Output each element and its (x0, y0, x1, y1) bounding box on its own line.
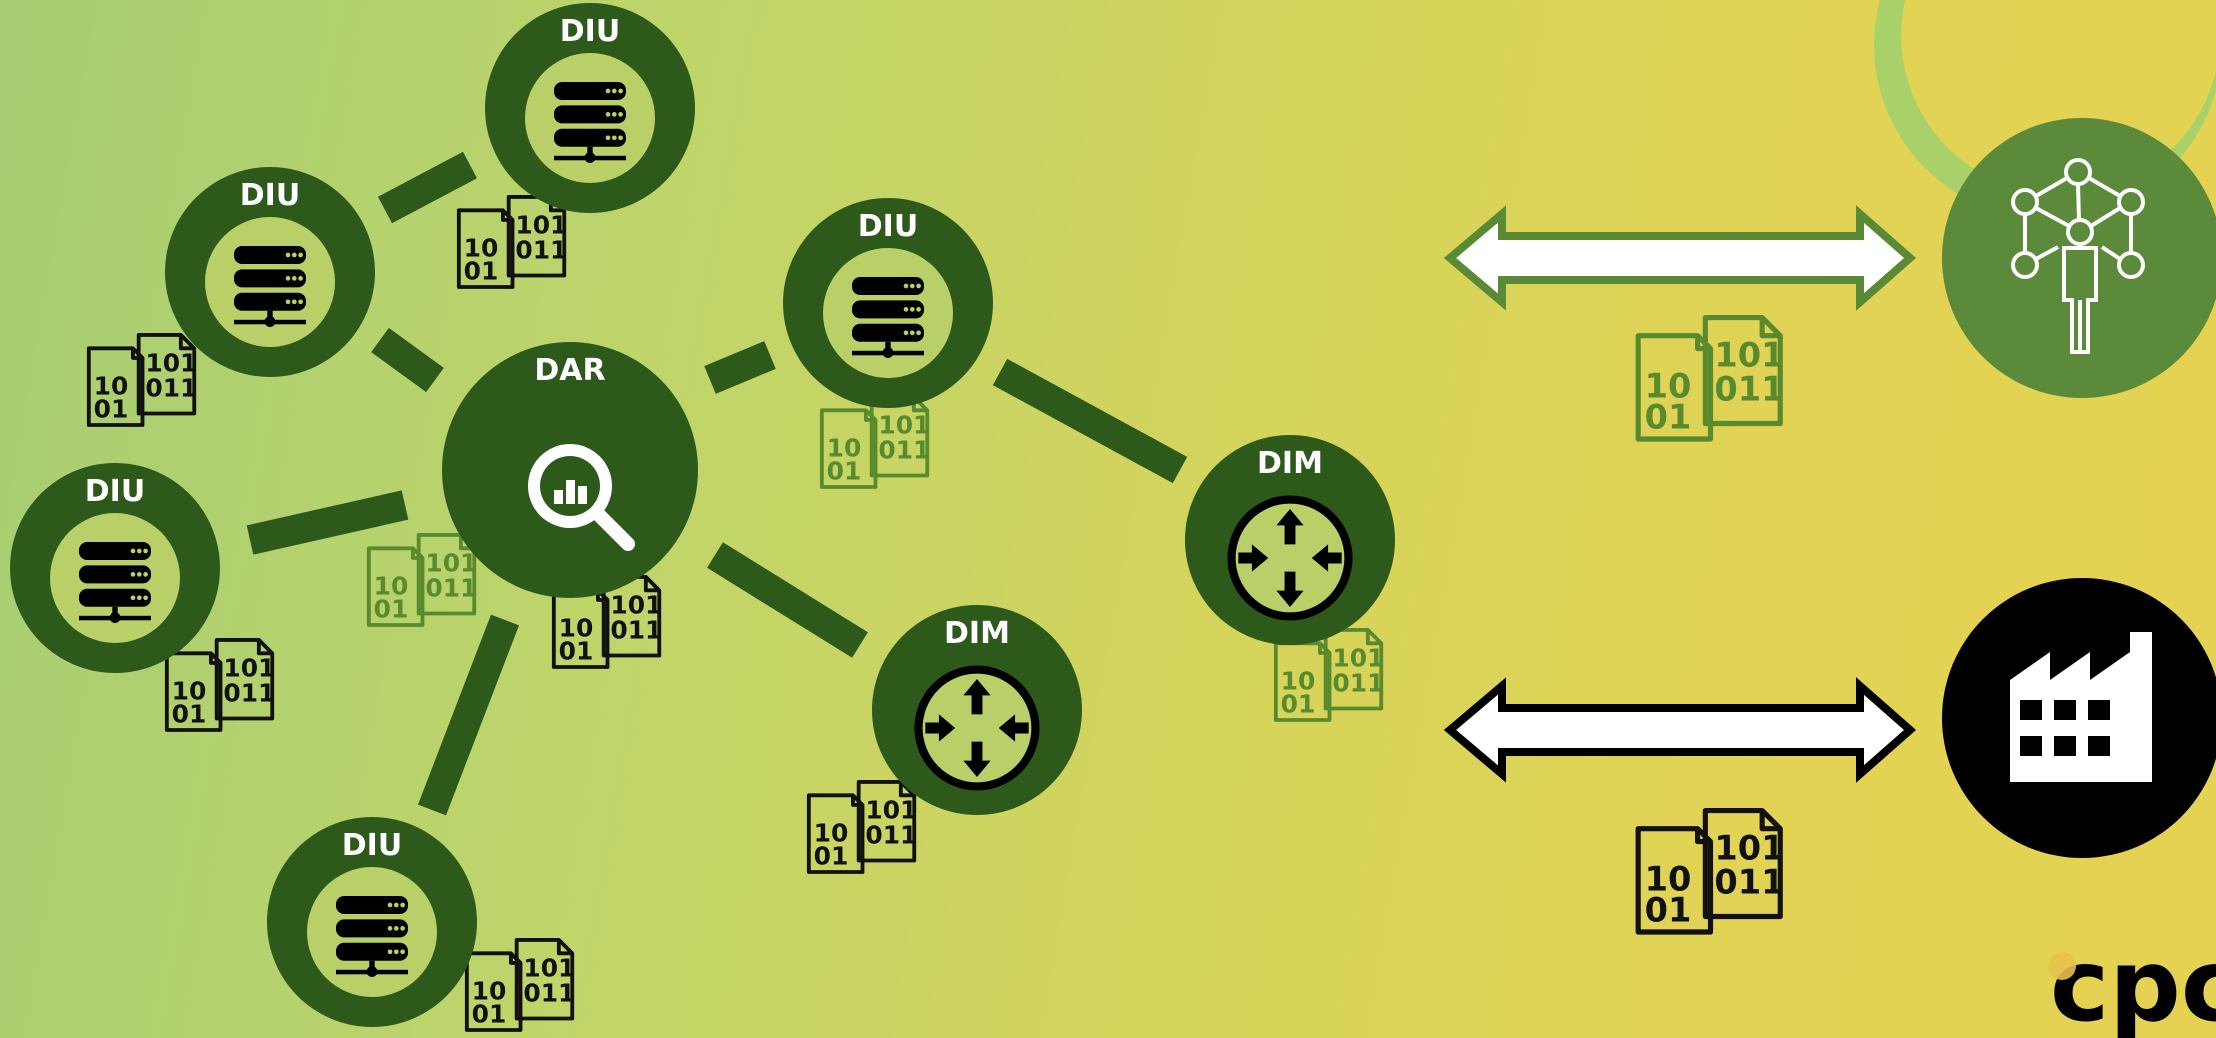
network-link (707, 542, 868, 658)
binary-text: 10 (559, 613, 594, 642)
binary-text: 10 (374, 571, 409, 600)
binary-text: 011 (1714, 862, 1784, 901)
binary-text: 011 (425, 573, 477, 602)
binary-text: 011 (610, 615, 662, 644)
binary-text: 101 (878, 410, 930, 439)
node-diu-top: DIU (485, 3, 695, 213)
svg-text:cpc: cpc (2050, 927, 2216, 1038)
binary-text: 011 (223, 678, 275, 707)
binary-text: 101 (865, 795, 917, 824)
exchange-arrow-bottom (1443, 677, 1917, 783)
binary-text: 101 (523, 953, 575, 982)
binary-text: 01 (559, 636, 594, 665)
binary-text: 101 (145, 348, 197, 377)
node-diu-left: DIU (10, 463, 220, 673)
node-dim-center: DIM (872, 605, 1082, 815)
binary-text: 101 (425, 548, 477, 577)
binary-text: 101 (1714, 829, 1784, 868)
binary-text: 10 (1281, 666, 1316, 695)
network-person-icon (2011, 158, 2145, 354)
network-links (246, 151, 1188, 816)
network-link (992, 358, 1188, 484)
binary-text: 10 (472, 976, 507, 1005)
binary-text: 011 (865, 820, 917, 849)
binary-text: 011 (515, 235, 567, 264)
binary-text: 011 (1332, 668, 1384, 697)
factory-icon (2010, 632, 2152, 782)
network-link (377, 151, 478, 224)
binary-text: 10 (814, 818, 849, 847)
binary-text: 10 (94, 371, 129, 400)
node-label: DAR (534, 353, 605, 388)
node-diu-upper-left: DIU (165, 167, 375, 377)
binary-text: 01 (1645, 891, 1692, 930)
exchange-arrow-top (1443, 205, 1917, 311)
binary-text: 011 (145, 373, 197, 402)
binary-text: 01 (1645, 398, 1692, 437)
node-dar: DAR (442, 342, 698, 598)
binary-text: 01 (172, 699, 207, 728)
network-link (246, 490, 409, 555)
binary-text: 011 (878, 435, 930, 464)
node-label: DIU (560, 14, 620, 49)
data-documents: 1001101011100110101110011010111001101011… (86, 195, 1784, 1032)
binary-text: 10 (1645, 860, 1692, 899)
binary-text: 10 (827, 433, 862, 462)
router-icon (1227, 495, 1353, 621)
binary-text: 101 (610, 590, 662, 619)
binary-text: 01 (464, 256, 499, 285)
binary-text: 101 (515, 210, 567, 239)
binary-text: 01 (472, 999, 507, 1028)
factory-circle (1942, 578, 2216, 858)
network-person-circle (1942, 118, 2216, 398)
node-label: DIU (85, 474, 145, 509)
binary-text: 101 (1332, 643, 1384, 672)
node-diu-center: DIU (783, 198, 993, 408)
decorative-ring (1874, 0, 2216, 219)
node-label: DIM (944, 616, 1010, 651)
binary-text: 01 (374, 594, 409, 623)
binary-text: 01 (827, 456, 862, 485)
analytics-magnifier-icon (528, 444, 635, 551)
binary-text: 10 (1645, 367, 1692, 406)
node-label: DIM (1257, 446, 1323, 481)
binary-text: 01 (814, 841, 849, 870)
binary-text: 01 (1281, 689, 1316, 718)
binary-text: 101 (1714, 336, 1784, 375)
router-icon (914, 665, 1040, 791)
binary-text: 011 (1714, 369, 1784, 408)
network-link (417, 614, 520, 816)
cpc-logo: cpc (2048, 927, 2216, 1038)
network-link (704, 341, 776, 394)
binary-text: 011 (523, 978, 575, 1007)
binary-text: 10 (172, 676, 207, 705)
node-label: DIU (342, 828, 402, 863)
node-dim-right: DIM (1185, 435, 1395, 645)
network-link (371, 327, 444, 393)
binary-text: 101 (223, 653, 275, 682)
node-label: DIU (240, 178, 300, 213)
binary-text: 01 (94, 394, 129, 423)
node-label: DIU (858, 209, 918, 244)
node-diu-bottom: DIU (267, 817, 477, 1027)
binary-text: 10 (464, 233, 499, 262)
network-nodes: DIU DIU DIU DIU DIU DAR DIM DIM (10, 3, 1395, 1027)
